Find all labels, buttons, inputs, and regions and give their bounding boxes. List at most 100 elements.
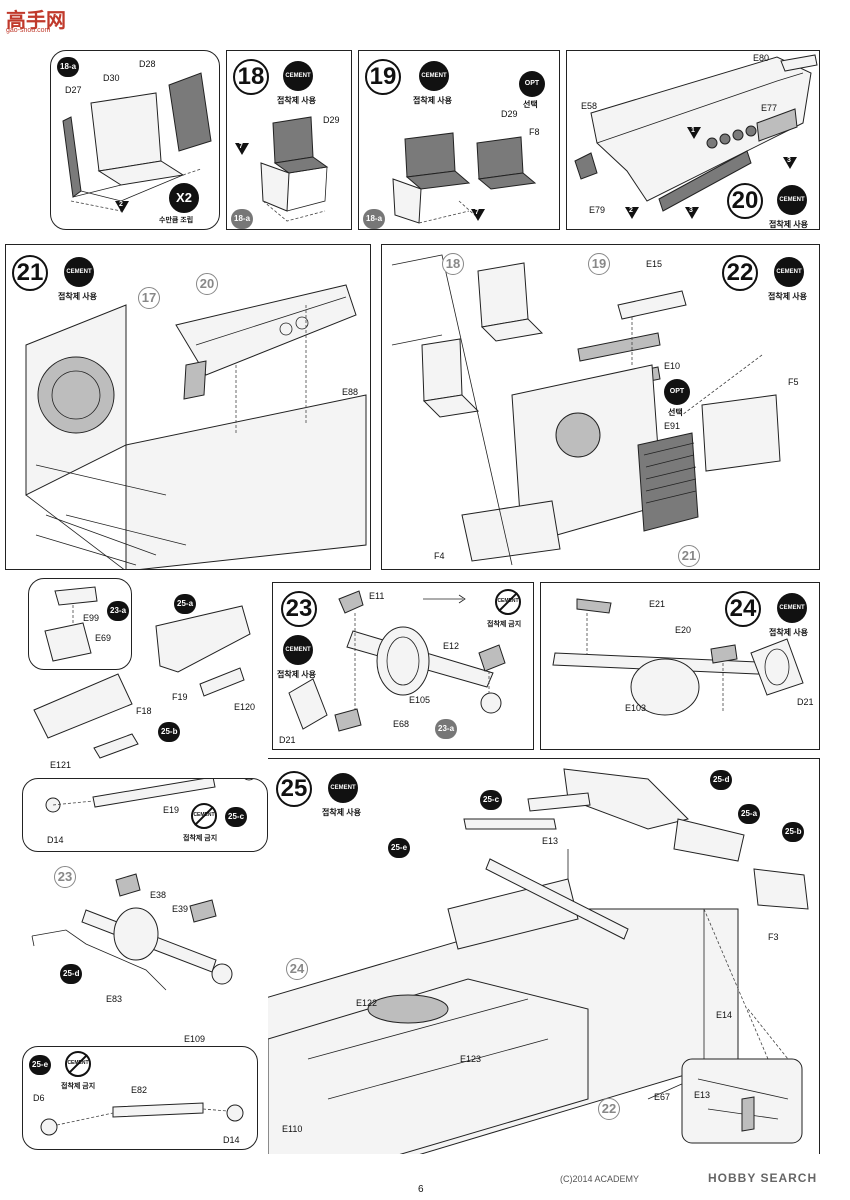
ref-step-18: 18: [442, 253, 464, 275]
part-label: E103: [625, 703, 647, 713]
part-label: E121: [50, 760, 72, 770]
part-label: E58: [581, 101, 598, 111]
bracket-drawing: [44, 586, 98, 662]
shock-absorber-drawing: [45, 779, 254, 813]
step-number-20: 20: [727, 183, 763, 219]
fender-drawing: [33, 605, 251, 759]
seat-drawing: [260, 116, 329, 222]
badge-25d: 25-d: [60, 964, 83, 984]
ref-step-24: 24: [286, 958, 308, 980]
badge-25b: 25-b: [782, 822, 805, 842]
step-number-18: 18: [233, 59, 269, 95]
ref-step-17: 17: [138, 287, 160, 309]
cement-use-label: 접착제 사용: [769, 220, 809, 229]
part-label: E91: [664, 421, 681, 431]
panel-step-18a: 18-a D28 D30 D27 2 X2 수만큼 조립: [50, 50, 220, 230]
badge-25a: 25-a: [738, 804, 761, 824]
opt-select-label: 선택: [668, 408, 683, 417]
part-label: E82: [131, 1085, 148, 1095]
part-label: D21: [279, 735, 296, 745]
opt-select-label: 선택: [523, 100, 538, 109]
part-label: D28: [139, 59, 156, 69]
cement-forbidden-label: 접착제 금지: [61, 1083, 96, 1090]
badge-23a: 23-a: [107, 601, 130, 621]
cement-use-label: 접착제 사용: [58, 292, 98, 301]
badge-25e: 25-e: [29, 1055, 52, 1075]
part-label: E79: [589, 205, 606, 215]
ref-step-23: 23: [54, 866, 76, 888]
arrow-marker: 1: [687, 127, 701, 139]
panel-step-25a-25b: 25-a F19 E120 F18 25-b E121: [28, 588, 268, 770]
part-label: E80: [753, 53, 770, 63]
ref-step-21: 21: [678, 545, 700, 567]
part-label: E88: [342, 387, 359, 397]
part-label: E38: [150, 890, 167, 900]
engine-bay-drawing: [391, 254, 781, 566]
badge-25e: 25-e: [388, 838, 411, 858]
step-number-25: 25: [276, 771, 312, 807]
panel-step-18: 18 CEMENT 접착제 사용 D29 7 18-a: [226, 50, 352, 230]
chassis-drawing: [268, 768, 809, 1154]
cement-use-label: 접착제 사용: [322, 808, 362, 817]
multiplier-x2: X2: [169, 183, 199, 213]
arrow-marker: 3: [783, 157, 797, 169]
arrow-marker: 7: [235, 143, 249, 155]
part-label: E83: [106, 994, 123, 1004]
panel-step-21: 21 CEMENT 접착제 사용 17 20 E88: [5, 244, 371, 570]
step-number-24: 24: [725, 591, 761, 627]
panel-step-25c: D6 E19 D14 CEMENT 접착제 금지 25-c: [22, 778, 268, 852]
cement-icon: CEMENT: [774, 257, 804, 287]
part-label: E11: [369, 591, 385, 601]
part-label: E12: [443, 641, 460, 651]
part-label: D27: [65, 85, 82, 95]
step-number-23: 23: [281, 591, 317, 627]
no-cement-icon: CEMENT: [65, 1051, 91, 1077]
site-url: gao-shou.com: [6, 27, 51, 34]
site-logo: 高手网: [6, 10, 66, 32]
page-number: 6: [418, 1184, 424, 1195]
twin-seats-drawing: [392, 132, 537, 224]
step-number-21: 21: [12, 255, 48, 291]
ref-step-22: 22: [598, 1098, 620, 1120]
cement-use-label: 접착제 사용: [768, 292, 808, 301]
part-label: D30: [103, 73, 120, 83]
part-label: D14: [223, 1135, 240, 1145]
part-label: D21: [797, 697, 814, 707]
arrow-marker: 2: [115, 201, 129, 213]
cement-forbidden-label: 접착제 금지: [183, 835, 218, 842]
copyright: (C)2014 ACADEMY: [560, 1174, 640, 1184]
part-label: E67: [654, 1092, 671, 1102]
part-label: E105: [409, 695, 431, 705]
no-cement-icon: CEMENT: [191, 803, 217, 829]
cement-use-label: 접착제 사용: [413, 96, 453, 105]
part-label: F19: [172, 692, 188, 702]
cement-use-label: 접착제 사용: [277, 670, 317, 679]
arrow-marker: 2: [625, 207, 639, 219]
make-as-many-note: 수만큼 조립: [159, 217, 194, 224]
ref-step-20: 20: [196, 273, 218, 295]
panel-step-23a: E99 23-a E69: [28, 578, 132, 670]
part-label: E20: [675, 625, 692, 635]
badge-25a: 25-a: [174, 594, 197, 614]
part-label: E120: [234, 702, 256, 712]
step-25-front-axle: 23 E38 E39 25-d E83: [26, 860, 276, 1010]
part-label: E109: [184, 1034, 206, 1044]
part-label: E68: [393, 719, 410, 729]
part-label: E14: [716, 1010, 733, 1020]
opt-icon: OPT: [664, 379, 690, 405]
panel-step-22: 18 19 E15 22 CEMENT 접착제 사용 E10 OPT 선택 E9…: [381, 244, 820, 570]
rear-axle-drawing: [552, 598, 804, 716]
part-label: E10: [664, 361, 681, 371]
part-label: E123: [460, 1054, 482, 1064]
part-label: D14: [47, 835, 64, 845]
opt-icon: OPT: [519, 71, 545, 97]
badge-18a-ref: 18-a: [231, 209, 254, 229]
badge-25d: 25-d: [710, 770, 733, 790]
arrow-marker: 3: [685, 207, 699, 219]
badge-25c: 25-c: [480, 790, 503, 810]
cement-icon: CEMENT: [777, 593, 807, 623]
cement-use-label: 접착제 사용: [769, 628, 809, 637]
cement-icon: CEMENT: [777, 185, 807, 215]
front-axle-assembly-drawing: [31, 873, 233, 991]
front-axle-drawing: [288, 590, 506, 732]
